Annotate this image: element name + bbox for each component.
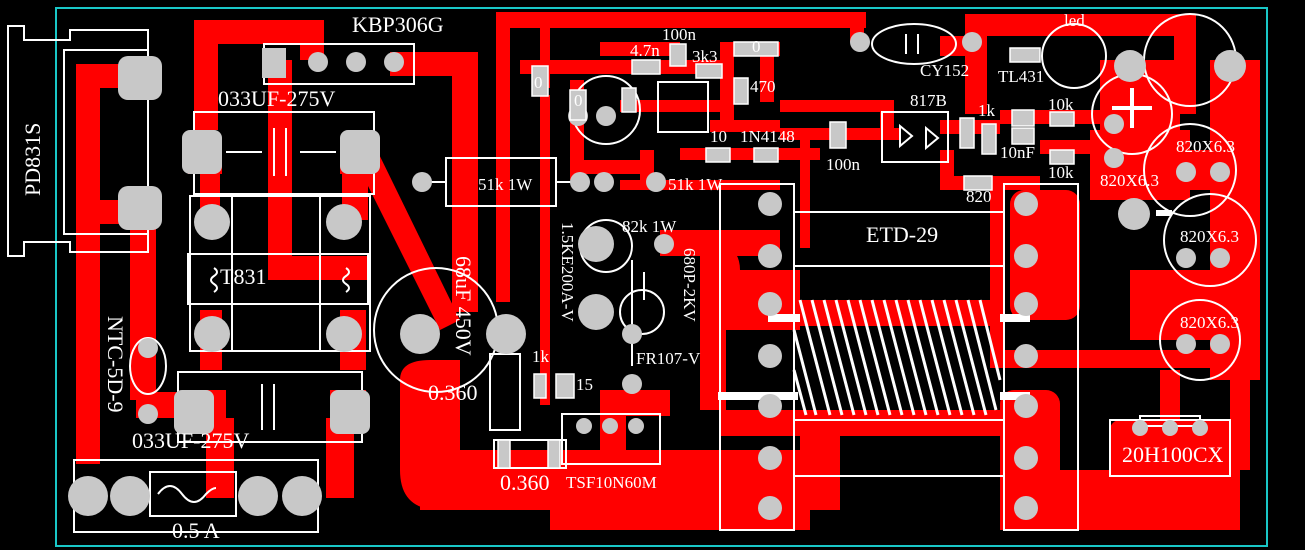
label-r-1k-right: 1k <box>978 101 996 120</box>
label-fuse: 0.5 A <box>172 518 220 543</box>
label-r-0-a: 0 <box>534 73 543 92</box>
label-r-0-b: 0 <box>574 91 583 110</box>
label-cap-100n-top: 100n <box>662 25 697 44</box>
transformer-winding <box>792 299 1002 416</box>
pads <box>68 32 1246 520</box>
mosfet-outline <box>561 413 661 465</box>
label-r-470: 470 <box>750 77 776 96</box>
ic-outline <box>657 81 709 133</box>
label-r-51k-left: 51k 1W <box>478 175 533 194</box>
label-r-15: 15 <box>576 375 593 394</box>
label-out-cap-2: 820X6.3 <box>1100 171 1159 190</box>
label-optocoupler: 817B <box>910 91 947 110</box>
label-r-10: 10 <box>710 127 727 146</box>
label-led: led <box>1064 11 1085 30</box>
label-r-3k3: 3k3 <box>692 47 718 66</box>
silkscreen-text: KBP306G PD831S 033UF-275V 033UF-275V T83… <box>20 11 1239 543</box>
label-diode-fr107: FR107-V <box>636 349 701 368</box>
label-tl431: TL431 <box>998 67 1044 86</box>
label-ntc: NTC-5D-9 <box>103 316 128 413</box>
connector-body <box>63 49 149 235</box>
label-r-0-c: 0 <box>752 37 761 56</box>
label-r-sense-2: 0.360 <box>500 470 550 495</box>
label-mosfet: TSF10N60M <box>566 473 657 492</box>
transformer-bars <box>718 314 1030 400</box>
label-out-cap-1: 820X6.3 <box>1176 137 1235 156</box>
label-bulk-cap: 68uF 450V <box>451 256 476 356</box>
transformer-outline <box>719 183 795 531</box>
smd-parts <box>497 41 1075 469</box>
label-connector: PD831S <box>20 123 45 196</box>
label-out-cap-4: 820X6.3 <box>1180 313 1239 332</box>
label-r-51k-right: 51k 1W <box>668 175 723 194</box>
label-r-10k-bottom: 10k <box>1048 163 1074 182</box>
label-cap-x-bottom: 033UF-275V <box>132 428 249 453</box>
label-cap-10nf: 10nF <box>1000 143 1035 162</box>
label-out-cap-3: 820X6.3 <box>1180 227 1239 246</box>
label-cap-680p: 680P-2KV <box>680 248 699 322</box>
label-r-820: 820 <box>966 187 992 206</box>
optocoupler-outline <box>881 111 949 163</box>
label-rectifier: 20H100CX <box>1122 442 1224 467</box>
polarity-markers <box>1112 88 1172 216</box>
choke-outline <box>189 195 371 352</box>
board-outline <box>55 7 1268 547</box>
label-tvs: 1.5KE200A-V <box>558 222 577 322</box>
label-r-10k-top: 10k <box>1048 95 1074 114</box>
label-cap-x-top: 033UF-275V <box>218 86 335 111</box>
label-bridge: KBP306G <box>352 12 444 37</box>
label-y-cap: CY152 <box>920 61 969 80</box>
label-cap-100n-mid: 100n <box>826 155 861 174</box>
label-cap-4n7: 4.7n <box>630 41 660 60</box>
label-choke: T831 <box>220 264 266 289</box>
label-r-82k: 82k 1W <box>622 217 677 236</box>
label-diode-1n4148: 1N4148 <box>740 127 795 146</box>
label-transformer: ETD-29 <box>866 222 938 247</box>
label-r-sense-1: 0.360 <box>428 380 478 405</box>
label-r-1k-mid: 1k <box>532 347 550 366</box>
